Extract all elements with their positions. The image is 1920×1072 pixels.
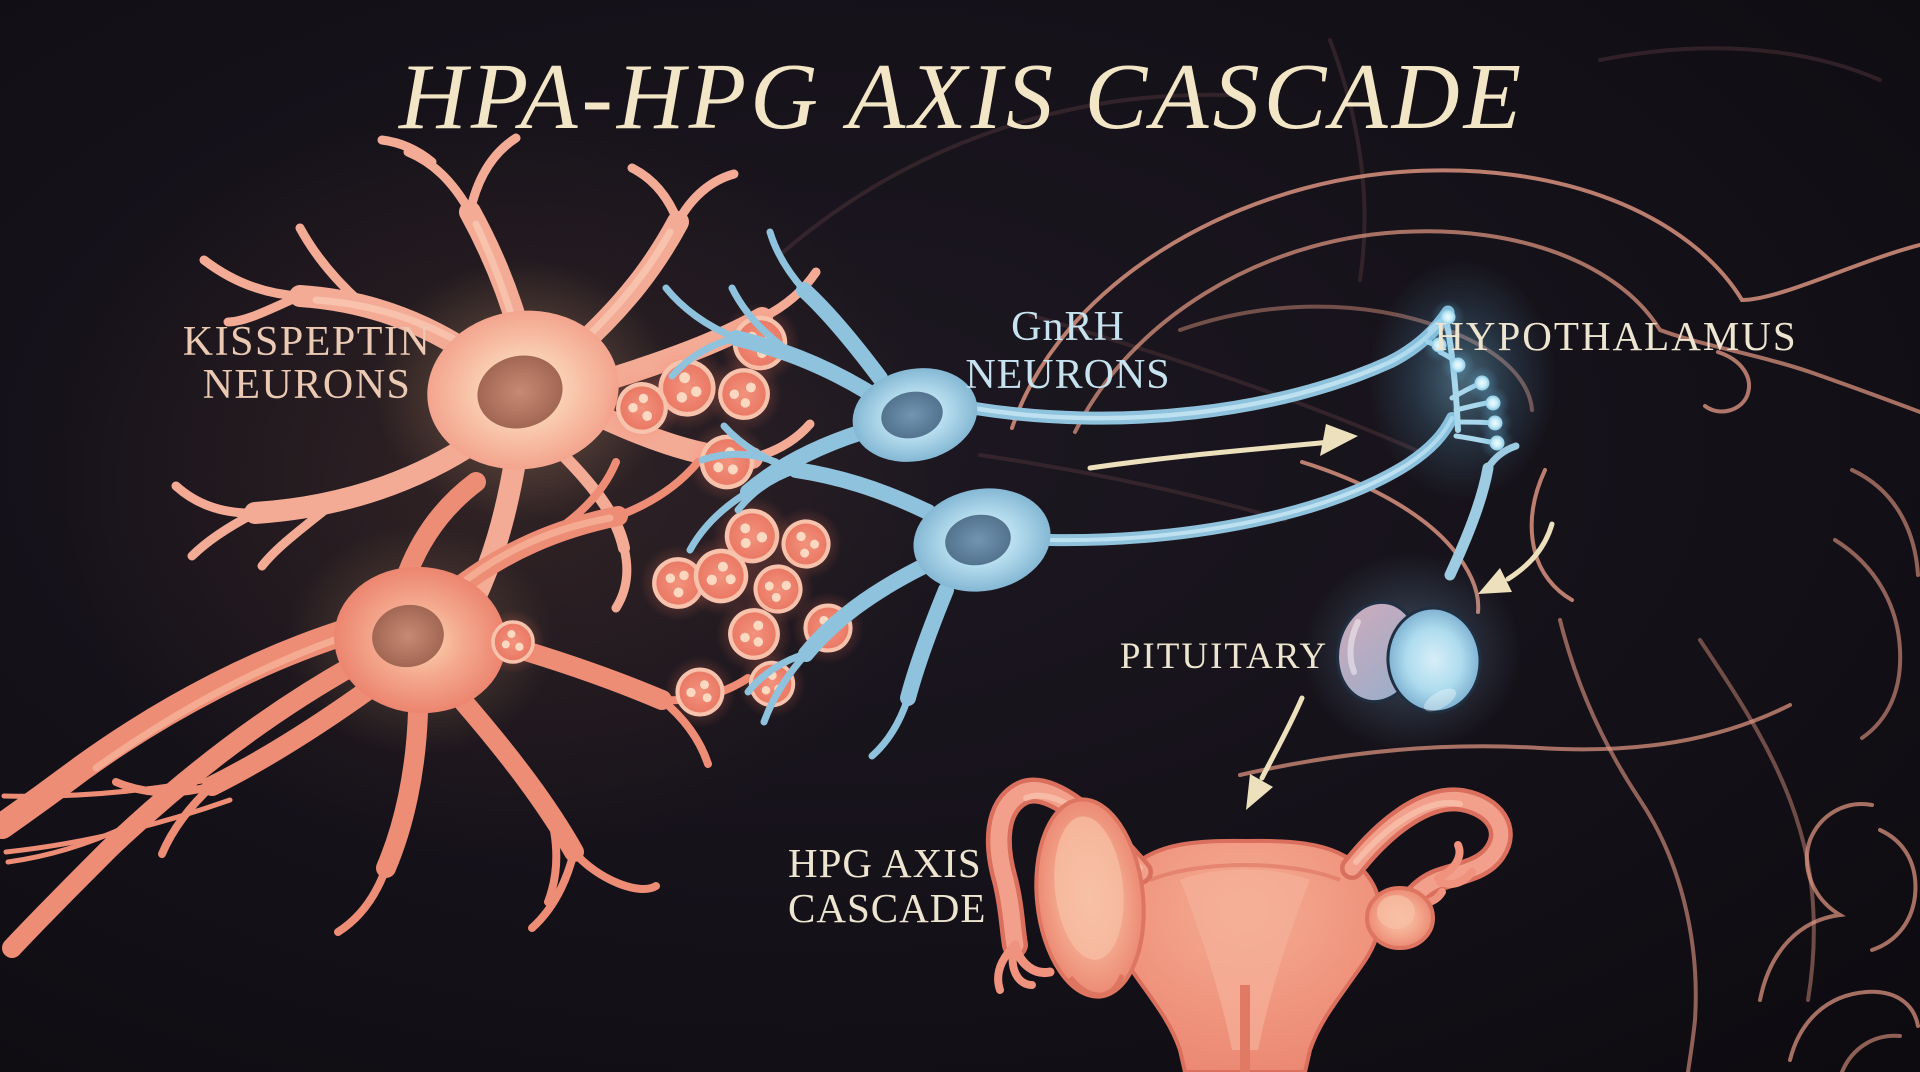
label-hpg-line2: CASCADE [788, 885, 986, 931]
arrow-gnrh-to-hypothalamus [1087, 424, 1358, 471]
arrow-to-pituitary [1478, 521, 1555, 594]
gnrh-neuron-upper [662, 228, 1455, 554]
flow-arrows [1087, 424, 1555, 810]
axon-terminals [1367, 260, 1557, 500]
label-pituitary: PITUITARY [1120, 636, 1328, 677]
pituitary-posterior-lobe [1386, 606, 1482, 714]
label-kisspeptin-line1: KISSPEPTIN [183, 319, 431, 365]
label-gnrh-line1: GnRH [1011, 304, 1125, 350]
kisspeptin-neuron-upper [171, 133, 821, 613]
page-title: HPA-HPG AXIS CASCADE [397, 45, 1525, 149]
pituitary-stalk [1444, 462, 1494, 581]
uterus-cavity [1180, 869, 1310, 1050]
label-kisspeptin-line2: NEURONS [203, 362, 412, 408]
uterus-ovaries [985, 777, 1513, 1072]
label-hpg-line1: HPG AXIS [788, 840, 982, 886]
arrow-to-gonads [1246, 695, 1305, 810]
ovary-left [1034, 797, 1146, 999]
gnrh-nucleus-upper [881, 391, 943, 439]
kisspeptin-neuron-lower [0, 458, 752, 958]
ovary-right [1365, 886, 1435, 950]
kisspeptin-nucleus-upper [477, 355, 563, 429]
fallopian-tube-right [1340, 787, 1513, 917]
gnrh-nucleus-lower [945, 514, 1011, 566]
label-hypothalamus: HYPOTHALAMUS [1434, 313, 1797, 359]
label-gnrh-line2: NEURONS [965, 352, 1170, 398]
kisspeptin-nucleus-lower [372, 604, 444, 668]
pituitary-gland [1302, 442, 1522, 752]
